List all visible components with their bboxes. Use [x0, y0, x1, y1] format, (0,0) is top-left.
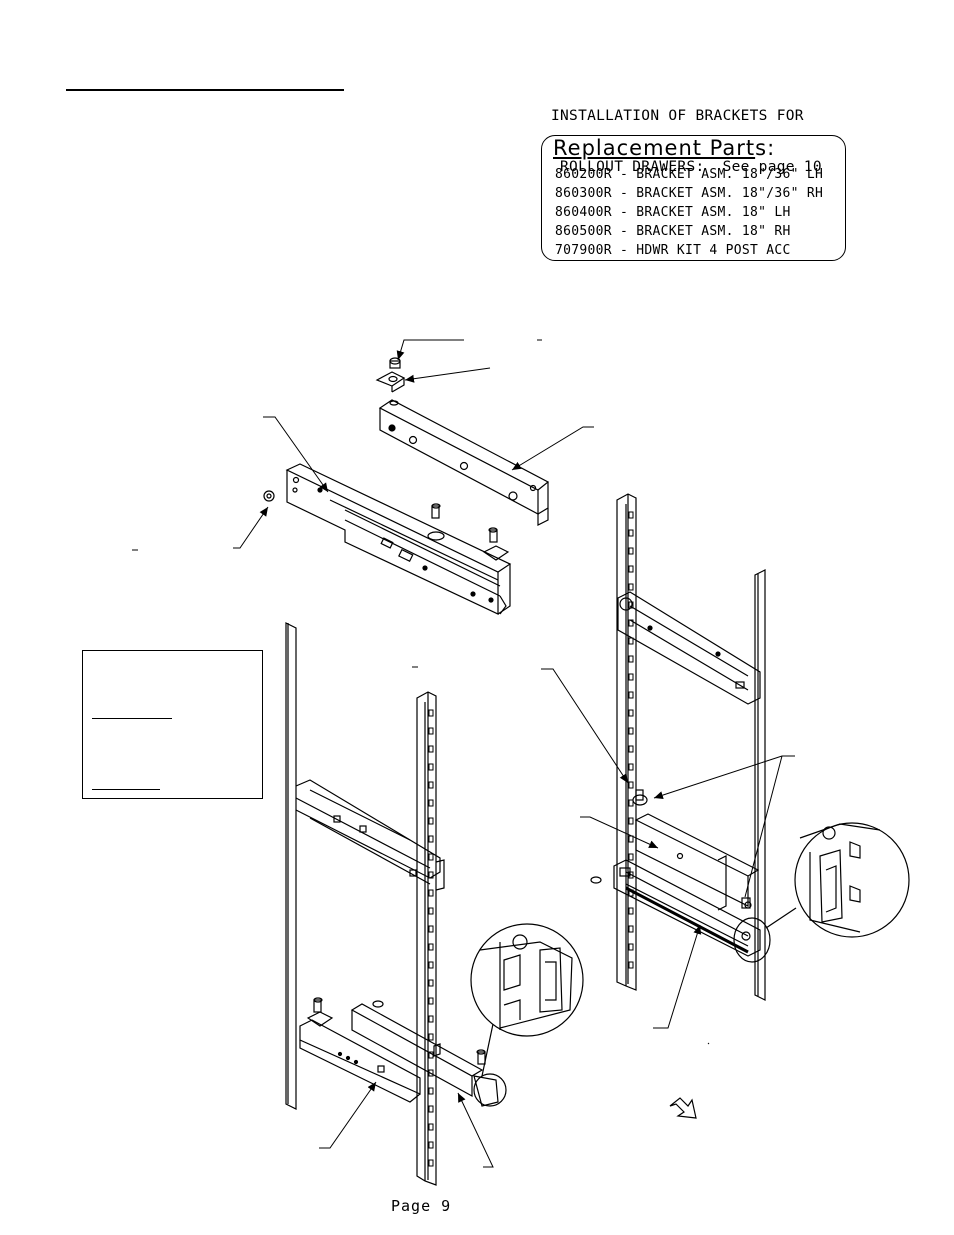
left-upper-slide [295, 779, 445, 891]
replacement-parts-title-rest: s: [755, 136, 776, 160]
part-item: 860500R - BRACKET ASM. 18" RH [555, 224, 791, 239]
right-upper-slide [617, 591, 761, 705]
right-detail-callout [733, 822, 910, 963]
right-post-slots [628, 511, 634, 969]
replacement-parts-list: 860200R - BRACKET ASM. 18"/36" LH 860300… [555, 165, 823, 260]
left-post-slots [428, 709, 434, 1167]
part-item: 707900R - HDWR KIT 4 POST ACC [555, 243, 791, 258]
right-rack-post-front [616, 493, 637, 991]
installation-note-line-1: INSTALLATION OF BRACKETS FOR [551, 108, 804, 124]
part-item: 860400R - BRACKET ASM. 18" LH [555, 205, 791, 220]
replacement-parts-title: Replacement Parts: [553, 136, 775, 160]
replacement-parts-box [541, 135, 846, 261]
leader-lines [132, 339, 795, 1168]
page-number: Page 9 [391, 1197, 452, 1215]
part-item: 860200R - BRACKET ASM. 18"/36" LH [555, 167, 824, 182]
exploded-slide-bracket [285, 463, 512, 615]
right-middle-bracket [590, 789, 760, 911]
left-lower-bracket [299, 997, 507, 1107]
title-underline [66, 89, 344, 91]
left-rack-post-front [416, 691, 437, 1186]
right-lower-slide [613, 859, 761, 957]
legend-box [82, 650, 263, 799]
legend-underline [92, 718, 172, 719]
exploded-screw-top [375, 357, 406, 406]
legend-underline [92, 789, 160, 790]
replacement-parts-title-underlined: Replacement Part [553, 136, 756, 160]
part-item: 860300R - BRACKET ASM. 18"/36" RH [555, 186, 824, 201]
right-rack-post-rear [754, 569, 766, 1001]
installation-note: INSTALLATION OF BRACKETS FOR ROLLOUT DRA… [551, 74, 822, 193]
exploded-bracket-bar [378, 399, 550, 526]
left-rack-post-rear [285, 622, 297, 1110]
installation-note-line-2: ROLLOUT DRAWERS: See page 10 [551, 159, 822, 175]
left-detail-callout [470, 923, 584, 1077]
arrow-down-right-icon [669, 1097, 697, 1119]
exploded-screw-left [263, 490, 275, 502]
